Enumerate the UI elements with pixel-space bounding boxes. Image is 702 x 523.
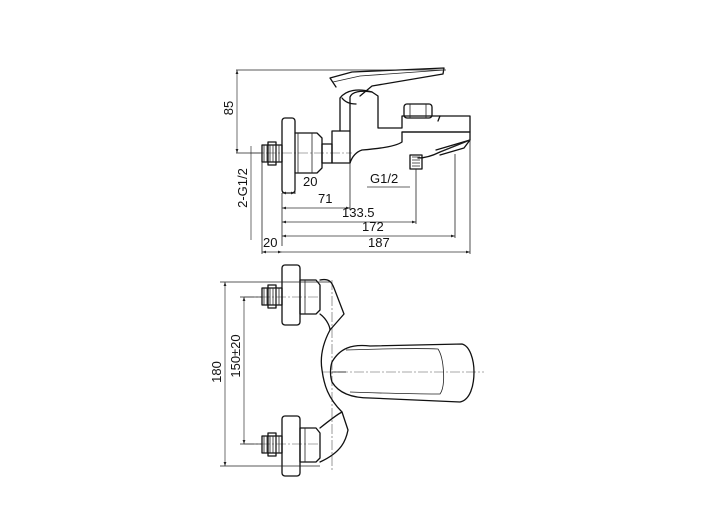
dim-wall-20-label: 20 <box>263 235 277 250</box>
bottom-inlet-thread <box>261 432 283 457</box>
lever-handle <box>329 67 445 105</box>
connector-pipe <box>321 143 333 164</box>
spout <box>401 131 471 159</box>
diverter-knob <box>403 103 441 122</box>
dim-172-label: 172 <box>362 219 384 234</box>
top-view: 180 150±20 <box>209 264 484 477</box>
dimension-lines <box>235 70 470 254</box>
wall-flange <box>281 117 296 194</box>
dim-133-5-label: 133.5 <box>342 205 375 220</box>
dim-outlet-thread-label: G1/2 <box>370 171 398 186</box>
dim-20-label: 20 <box>303 174 317 189</box>
dim-150-label: 150±20 <box>228 334 243 377</box>
bottom-nut <box>299 427 321 463</box>
top-body <box>319 278 349 463</box>
top-handle <box>329 343 475 403</box>
valve-body <box>331 89 471 164</box>
dim-180-label: 180 <box>209 361 224 383</box>
dim-85-label: 85 <box>221 101 236 115</box>
dim-187-label: 187 <box>368 235 390 250</box>
top-nut <box>299 279 321 315</box>
dim-inlet-thread-label: 2-G1/2 <box>235 168 250 208</box>
side-view: 85 2-G1/2 20 71 G1/2 133.5 172 20 187 <box>221 67 471 254</box>
dim-71-label: 71 <box>318 191 332 206</box>
bottom-flange <box>281 415 301 477</box>
top-inlet-thread <box>261 284 283 309</box>
inlet-thread <box>261 141 283 166</box>
top-flange <box>281 264 301 326</box>
shower-outlet <box>409 154 423 170</box>
